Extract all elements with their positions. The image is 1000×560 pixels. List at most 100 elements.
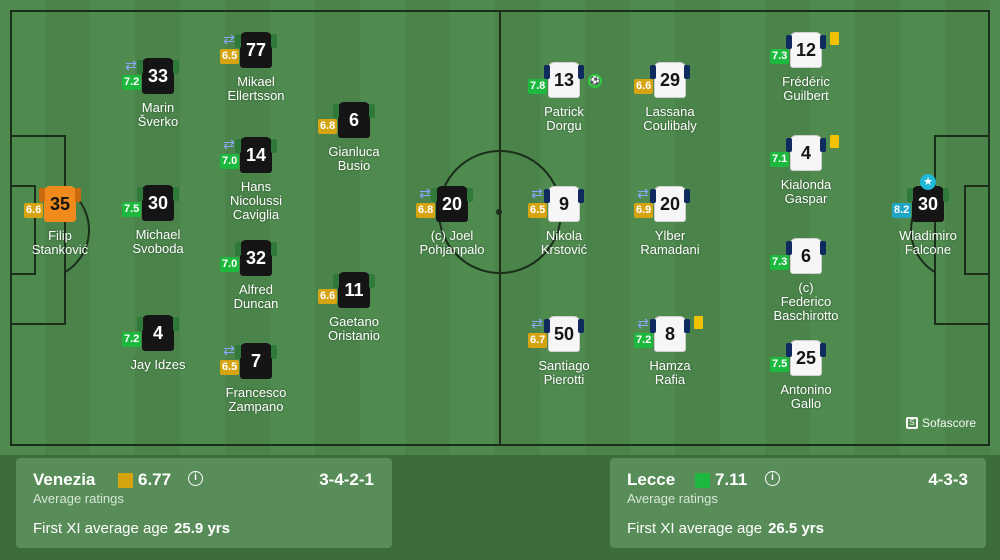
jersey-icon[interactable]: 25 <box>786 340 826 376</box>
jersey-icon[interactable]: 29 <box>650 62 690 98</box>
away-team-summary: Lecce 7.11 i 4-3-3 Average ratings First… <box>610 458 986 548</box>
player-rating: 6.5 <box>220 360 240 375</box>
player-rating: 6.8 <box>416 203 436 218</box>
goal-area-left <box>10 185 36 275</box>
yellow-card-icon <box>694 316 703 329</box>
jersey-icon[interactable]: 4 <box>786 135 826 171</box>
player-rating: 6.5 <box>220 49 240 64</box>
jersey-icon[interactable]: 14 <box>235 137 277 173</box>
substitution-icon: ⇄ <box>531 185 543 201</box>
jersey-icon[interactable]: 32 <box>235 240 277 276</box>
penalty-area-right <box>934 135 990 325</box>
away-team-name[interactable]: Lecce <box>627 470 676 489</box>
info-icon[interactable]: i <box>188 471 203 486</box>
jersey-icon[interactable]: 30 <box>137 185 179 221</box>
away-avg-rating: 7.11 <box>715 470 748 489</box>
jersey-icon[interactable]: 20 <box>650 186 690 222</box>
jersey-icon[interactable]: 13 <box>544 62 584 98</box>
jersey-icon[interactable]: 8 <box>650 316 690 352</box>
jersey-icon[interactable]: 30 <box>907 186 949 222</box>
player-rating: 8.2 <box>892 203 912 218</box>
substitution-icon: ⇄ <box>637 315 649 331</box>
jersey-icon[interactable]: 6 <box>786 238 826 274</box>
away-formation: 4-3-3 <box>928 470 968 489</box>
substitution-icon: ⇄ <box>531 315 543 331</box>
info-icon[interactable]: i <box>765 471 780 486</box>
player-rating: 7.3 <box>770 49 790 64</box>
substitution-icon: ⇄ <box>125 57 137 73</box>
substitution-icon: ⇄ <box>637 185 649 201</box>
player-rating: 7.0 <box>220 257 240 272</box>
player-rating: 7.2 <box>122 332 142 347</box>
jersey-icon[interactable]: 33 <box>137 58 179 94</box>
home-avg-label: Average ratings <box>33 491 124 506</box>
jersey-icon[interactable]: 6 <box>333 102 375 138</box>
jersey-icon[interactable]: 12 <box>786 32 826 68</box>
watermark-text: Sofascore <box>921 416 976 430</box>
player-rating: 6.9 <box>634 203 654 218</box>
jersey-icon[interactable]: 77 <box>235 32 277 68</box>
jersey-icon[interactable]: 11 <box>333 272 375 308</box>
jersey-icon[interactable]: 50 <box>544 316 584 352</box>
home-team-name[interactable]: Venezia <box>33 470 96 489</box>
away-age-label: First XI average age <box>627 520 763 537</box>
player-rating: 7.2 <box>634 333 654 348</box>
jersey-icon[interactable]: 35 <box>39 186 81 222</box>
jersey-icon[interactable]: 4 <box>137 315 179 351</box>
home-formation: 3-4-2-1 <box>319 470 374 489</box>
penalty-area-left <box>10 135 66 325</box>
player-name[interactable]: Jay Idzes <box>130 357 186 372</box>
jersey-icon[interactable]: 7 <box>235 343 277 379</box>
goal-icon: ⚽ <box>588 74 602 88</box>
jersey-icon[interactable]: 20 <box>431 186 473 222</box>
jersey-icon[interactable]: 9 <box>544 186 584 222</box>
